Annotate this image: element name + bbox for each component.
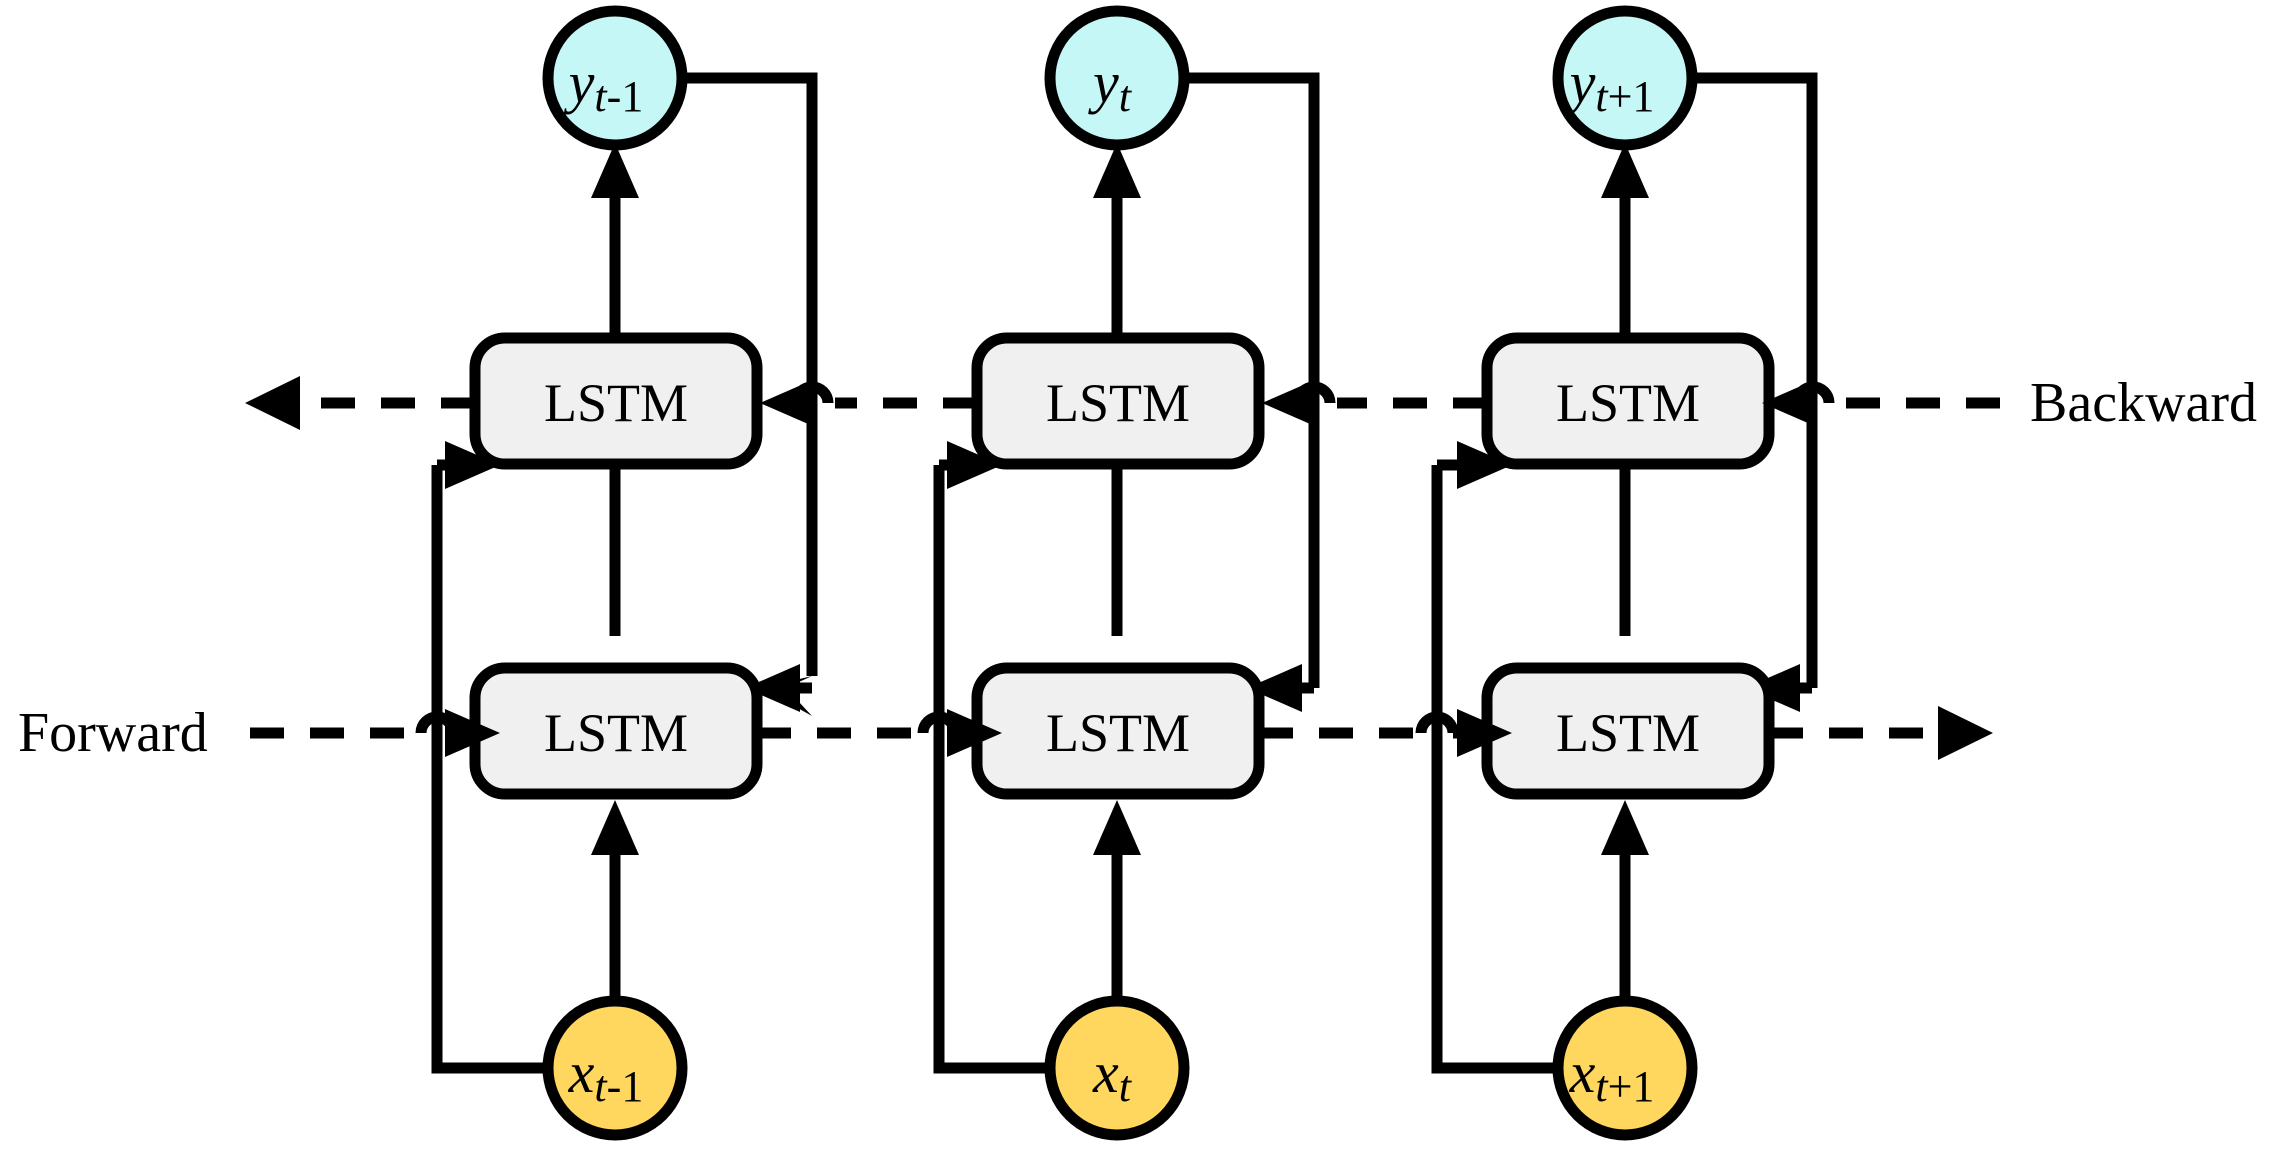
output-node-t-plus-1[interactable]: yt+1 <box>1552 5 1698 151</box>
timestep-group-t-minus-1: LSTM LSTM yt-1 xt-1 <box>431 5 818 1141</box>
output-node-t[interactable]: yt <box>1044 5 1190 151</box>
edge-input-to-forward-t-minus-1 <box>591 800 639 1000</box>
forward-lstm-label-t-plus-1: LSTM <box>1556 703 1700 763</box>
backward-label: Backward <box>2030 372 2257 434</box>
backward-lstm-cell-t[interactable]: LSTM <box>971 332 1265 470</box>
input-node-t-minus-1[interactable]: xt-1 <box>542 995 688 1141</box>
forward-label: Forward <box>18 702 208 764</box>
timestep-group-t: LSTM LSTM yt xt <box>933 5 1320 1141</box>
forward-lstm-cell-t[interactable]: LSTM <box>971 662 1265 800</box>
forward-chain: Forward <box>18 702 1993 764</box>
backward-lstm-label-t-plus-1: LSTM <box>1556 373 1700 433</box>
backward-lstm-label-t-minus-1: LSTM <box>544 373 688 433</box>
backward-chain: Backward <box>245 372 2257 434</box>
edge-output-to-forward-t <box>1185 72 1320 712</box>
timestep-group-t-plus-1: LSTM LSTM yt+1 xt+1 <box>1431 5 1818 1141</box>
forward-lstm-cell-t-plus-1[interactable]: LSTM <box>1481 662 1775 800</box>
input-node-label-t-minus-1: xt-1 <box>568 1040 644 1111</box>
edge-input-to-forward-t <box>1093 800 1141 1000</box>
input-node-t[interactable]: xt <box>1044 995 1190 1141</box>
forward-lstm-label-t-minus-1: LSTM <box>544 703 688 763</box>
edge-output-to-forward-t-minus-1 <box>683 72 818 716</box>
forward-lstm-label-t: LSTM <box>1046 703 1190 763</box>
edge-input-to-forward-t-plus-1 <box>1601 800 1649 1000</box>
output-node-label-t-plus-1: yt+1 <box>1565 50 1655 121</box>
output-node-label-t-minus-1: yt-1 <box>564 50 644 121</box>
forward-lstm-cell-t-minus-1[interactable]: LSTM <box>469 662 763 800</box>
backward-lstm-cell-t-minus-1[interactable]: LSTM <box>469 332 763 470</box>
input-node-t-plus-1[interactable]: xt+1 <box>1552 995 1698 1141</box>
output-node-t-minus-1[interactable]: yt-1 <box>542 5 688 151</box>
backward-lstm-cell-t-plus-1[interactable]: LSTM <box>1481 332 1775 470</box>
input-node-label-t: xt <box>1092 1040 1133 1111</box>
backward-lstm-label-t: LSTM <box>1046 373 1190 433</box>
input-node-label-t-plus-1: xt+1 <box>1569 1040 1655 1111</box>
output-node-label-t: yt <box>1088 50 1133 121</box>
